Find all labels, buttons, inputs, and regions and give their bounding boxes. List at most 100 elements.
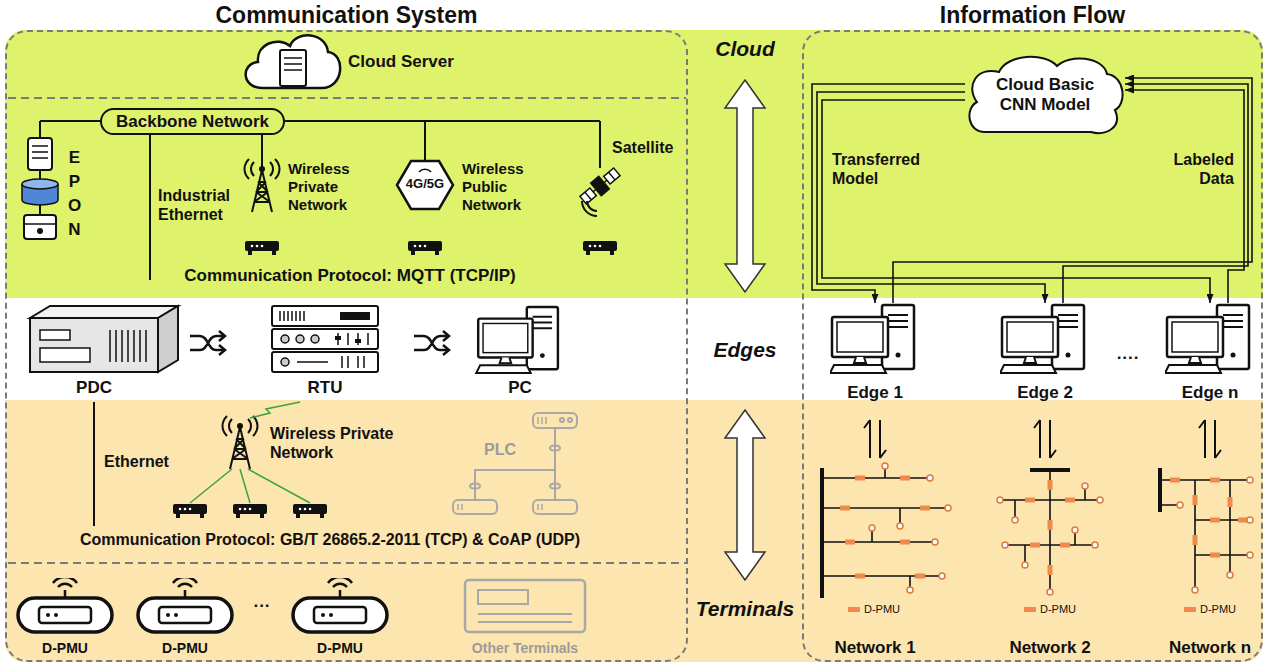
exchange-icon bbox=[190, 331, 225, 355]
part-label: Wireless Private Network bbox=[270, 424, 404, 462]
plc-diagram bbox=[533, 500, 577, 514]
grid-network bbox=[1048, 480, 1053, 490]
updown-arrows bbox=[864, 420, 1221, 458]
rtu-rack bbox=[335, 336, 341, 340]
pdc-device bbox=[30, 306, 178, 318]
grid-network bbox=[939, 573, 945, 579]
grid-network bbox=[1193, 535, 1198, 545]
pdc-device bbox=[110, 330, 146, 362]
pmu-device bbox=[138, 577, 232, 632]
plc-diagram bbox=[568, 418, 572, 422]
protocol-note: Communication Protocol: MQTT (TCP/IP) bbox=[184, 266, 515, 286]
grid-network bbox=[1060, 543, 1070, 548]
rtu-rack bbox=[296, 335, 304, 343]
plc-diagram bbox=[538, 417, 546, 424]
ethernet-wire bbox=[93, 402, 95, 526]
rtu-rack bbox=[355, 339, 361, 343]
modem-icon bbox=[173, 504, 327, 518]
band-backgrounds bbox=[5, 400, 1263, 662]
device-label: D-PMU bbox=[162, 640, 208, 657]
grid-network bbox=[997, 497, 1003, 503]
separator-line bbox=[8, 97, 686, 99]
rtu-rack bbox=[280, 311, 304, 321]
cloud-server-icon bbox=[246, 35, 340, 88]
computer-icon bbox=[1165, 305, 1249, 373]
grid-network bbox=[1247, 552, 1253, 558]
grid-network bbox=[1247, 517, 1253, 523]
device-label: PDC bbox=[76, 378, 112, 398]
grid-network bbox=[1047, 589, 1053, 595]
computer-icon bbox=[476, 307, 558, 373]
grid-network bbox=[855, 476, 865, 481]
double-arrow bbox=[725, 80, 765, 292]
legend-swatch bbox=[848, 607, 860, 612]
pdc-device bbox=[30, 306, 178, 372]
grid-network bbox=[1210, 518, 1220, 523]
satellite-icon bbox=[582, 201, 597, 216]
grid-network bbox=[840, 476, 1248, 579]
flow-arrow bbox=[1125, 90, 1244, 303]
edge-label: Labeled Data bbox=[1148, 150, 1236, 188]
tier-label: Terminals bbox=[696, 596, 794, 621]
panel-heading: Information Flow bbox=[804, 2, 1261, 29]
modem-icon bbox=[583, 241, 617, 255]
grid-network bbox=[900, 476, 910, 481]
legend-item: D-PMU bbox=[1024, 602, 1076, 616]
grid-network bbox=[945, 505, 951, 511]
double-arrow bbox=[725, 410, 765, 580]
part-label: 4G/5G bbox=[406, 176, 444, 192]
rtu-rack bbox=[272, 306, 378, 372]
plc-diagram bbox=[550, 484, 560, 489]
other-terminal-icon bbox=[478, 590, 528, 604]
plc-diagram bbox=[453, 500, 497, 514]
cloud-server-icon bbox=[280, 50, 306, 86]
radio-tower bbox=[223, 416, 258, 469]
epon-icons bbox=[22, 179, 58, 189]
edge-label: Edge 2 bbox=[990, 383, 1100, 403]
modem-icon bbox=[233, 504, 267, 518]
grid-network bbox=[920, 506, 930, 511]
grid-network bbox=[1210, 553, 1220, 558]
system-panel: Communication SystemBackbone Network bbox=[5, 30, 688, 662]
edge-label: Edge n bbox=[1155, 383, 1265, 403]
grid-network bbox=[845, 540, 855, 545]
plc-diagram bbox=[453, 413, 577, 514]
modem-icon bbox=[245, 241, 617, 255]
device-label: Other Terminals bbox=[472, 640, 578, 657]
flow-arrow bbox=[817, 92, 1045, 303]
other-terminal-icon bbox=[465, 580, 585, 632]
modem-icon bbox=[245, 241, 279, 255]
computer-icon bbox=[830, 305, 1249, 373]
model-cloud-shape bbox=[969, 57, 1122, 133]
modem-icon bbox=[408, 241, 442, 255]
edge-label: Transferred Model bbox=[830, 150, 934, 188]
flow-arrow bbox=[1063, 84, 1248, 303]
grid-network bbox=[927, 475, 933, 481]
edge-computer: Edge n bbox=[1165, 303, 1255, 403]
epon-icons bbox=[37, 228, 43, 234]
wireless-link bbox=[250, 402, 300, 418]
device-label: D-PMU bbox=[42, 640, 88, 657]
rtu-rack bbox=[340, 312, 370, 320]
flow-arrow bbox=[812, 84, 965, 303]
grid-network bbox=[1193, 495, 1198, 505]
grid-network bbox=[900, 540, 910, 545]
band-backgrounds bbox=[5, 30, 1263, 662]
pdc-device bbox=[40, 330, 70, 340]
device-label: PC bbox=[508, 378, 532, 398]
rtu-rack bbox=[297, 356, 364, 368]
device-label: RTU bbox=[308, 378, 343, 398]
network-wire bbox=[40, 121, 600, 280]
part-label: Ethernet bbox=[104, 452, 169, 471]
plc-diagram bbox=[458, 504, 542, 510]
cloud-server-icon bbox=[284, 58, 302, 70]
grid-network bbox=[932, 539, 938, 545]
pmu-device bbox=[18, 577, 387, 632]
grid-network bbox=[1227, 572, 1233, 578]
public-network-hexagon bbox=[397, 161, 453, 209]
device-label: D-PMU bbox=[317, 640, 363, 657]
flow-panel: Information FlowCloud Basic CNN ModelEdg… bbox=[802, 30, 1263, 662]
exchange-icon bbox=[414, 331, 449, 355]
rtu-rack bbox=[338, 333, 368, 345]
